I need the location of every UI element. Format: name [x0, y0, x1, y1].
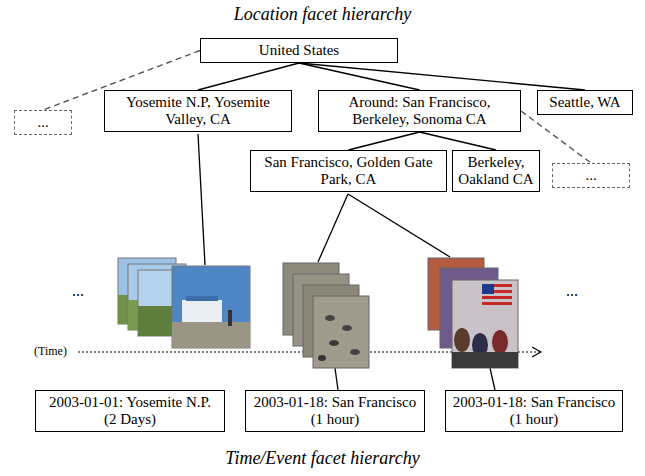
photo-stack — [182, 300, 222, 322]
photo-stack — [186, 296, 218, 301]
box-text: 2003-01-18: San Francisco (1 hour) — [251, 394, 419, 428]
hierarchy-link — [299, 63, 420, 90]
photo-stack — [228, 310, 232, 326]
photo-stack — [172, 322, 250, 348]
photo-stack — [325, 315, 335, 321]
location-box: Yosemite N.P, Yosemite Valley, CA — [104, 90, 292, 132]
box-text: 2003-01-01: Yosemite N.P. (2 Days) — [41, 394, 219, 428]
photo-stack — [350, 349, 360, 355]
photo-stack — [118, 258, 250, 348]
photo-stack — [482, 284, 494, 294]
ellipsis-box: ... — [14, 110, 72, 135]
photo-stack — [313, 296, 369, 368]
leader-line — [318, 194, 348, 262]
box-text: Berkeley, Oakland CA — [458, 154, 534, 188]
box-text: United States — [206, 42, 392, 59]
leader-line — [348, 194, 450, 257]
leader-line — [490, 368, 495, 390]
photo-stack — [329, 340, 339, 346]
location-box: San Francisco, Golden Gate Park, CA — [250, 150, 447, 192]
photo-stack — [452, 352, 518, 368]
photo-stack — [342, 325, 352, 331]
location-box: 2003-01-01: Yosemite N.P. (2 Days) — [35, 390, 225, 432]
box-text: San Francisco, Golden Gate Park, CA — [256, 154, 441, 188]
diagram-title: Location facet hierarchy — [0, 4, 645, 25]
location-box: 2003-01-18: San Francisco (1 hour) — [245, 390, 425, 432]
photo-stack — [482, 302, 512, 305]
box-text: Around: San Francisco, Berkeley, Sonoma … — [324, 94, 515, 128]
photo-stack — [492, 330, 508, 354]
box-text: ... — [558, 167, 624, 184]
box-text: 2003-01-18: San Francisco (1 hour) — [451, 394, 617, 428]
photo-stack — [428, 258, 518, 368]
time-arrow — [532, 347, 541, 357]
location-box: United States — [200, 38, 398, 63]
photo-stack — [452, 280, 518, 368]
photo-stack — [454, 328, 470, 352]
ellipsis-box: ... — [552, 163, 630, 188]
diagram-caption: Time/Event facet hierarchy — [0, 448, 645, 469]
photo-stack — [283, 263, 369, 368]
location-box: Around: San Francisco, Berkeley, Sonoma … — [318, 90, 521, 132]
location-box: Berkeley, Oakland CA — [452, 150, 540, 192]
location-box: 2003-01-18: San Francisco (1 hour) — [445, 390, 623, 432]
box-text: ... — [20, 114, 66, 131]
hierarchy-link — [349, 132, 420, 150]
box-text: Yosemite N.P, Yosemite Valley, CA — [110, 94, 286, 128]
hierarchy-link — [299, 63, 585, 90]
ellipsis-label: ... — [72, 282, 84, 300]
axis-label: (Time) — [34, 344, 67, 359]
ellipsis-label: ... — [566, 282, 578, 300]
photo-stack — [318, 355, 326, 361]
photo-stack — [482, 296, 512, 299]
box-text: Seattle, WA — [543, 94, 627, 111]
leader-line — [335, 368, 338, 390]
hierarchy-link — [198, 63, 299, 90]
location-box: Seattle, WA — [537, 90, 633, 115]
leader-line — [198, 134, 205, 265]
photo-stack — [172, 266, 250, 348]
hierarchy-link — [420, 132, 497, 150]
